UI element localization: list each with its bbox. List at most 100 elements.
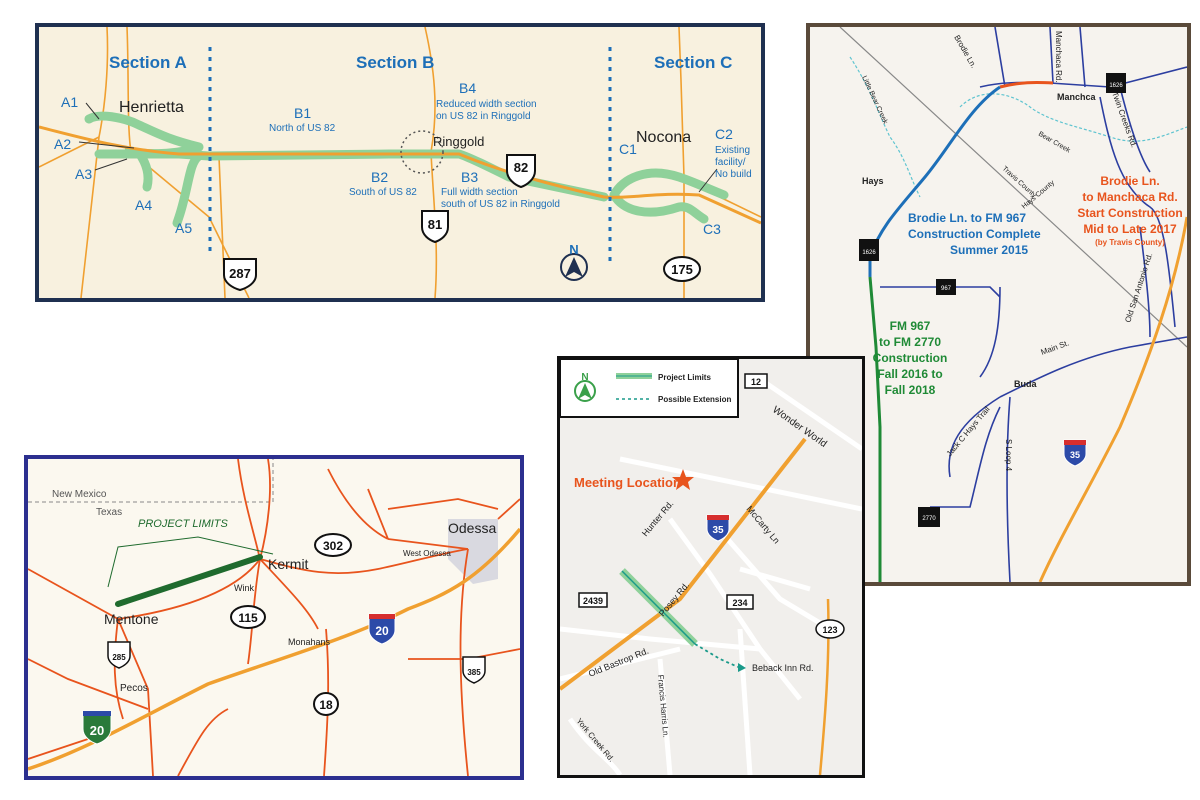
- pecos-label: Pecos: [120, 683, 148, 694]
- odessa-urban-area: [448, 519, 498, 584]
- green-phase-line-4: Fall 2016 to: [877, 367, 942, 381]
- fm2770-shield-text: 2770: [922, 516, 936, 522]
- i20b-shield: 20: [82, 710, 112, 745]
- main-st-label: Main St.: [1040, 338, 1071, 356]
- project-limits-line: [115, 554, 263, 607]
- b1-label: B1: [294, 105, 311, 121]
- a2-label: A2: [54, 136, 71, 152]
- i35-shield-text: 35: [712, 525, 724, 536]
- monahans-label: Monahans: [288, 637, 331, 647]
- us287-shield: 287: [223, 258, 257, 292]
- fm1626-shield-text: 1626: [862, 250, 876, 256]
- i35-shield: 35: [1063, 439, 1087, 467]
- sh115-shield: 115: [230, 605, 266, 629]
- fm1626-top-shield-text: 1626: [1109, 83, 1123, 89]
- blue-phase-line-1: Brodie Ln. to FM 967: [908, 211, 1026, 225]
- texas-label: Texas: [96, 507, 122, 518]
- a4-label: A4: [135, 197, 152, 213]
- us385-shield-text: 385: [467, 668, 481, 677]
- brodie-lane-map[interactable]: Brodie Ln. Manchaca Rd. Little Bear Cree…: [806, 23, 1191, 586]
- state-line: [28, 459, 274, 503]
- sh302-shield: 302: [314, 533, 352, 557]
- sh115-shield-text: 115: [238, 611, 258, 625]
- meeting-star-icon: [672, 469, 694, 490]
- buda-place-label: Buda: [1014, 379, 1037, 389]
- blue-phase-line-3: Summer 2015: [950, 243, 1028, 257]
- sh302-shield-text: 302: [323, 539, 343, 553]
- project-limits-label: PROJECT LIMITS: [138, 518, 229, 530]
- green-phase-line-2: to FM 2770: [879, 335, 941, 349]
- fm1626-shield: 1626: [859, 239, 879, 261]
- section-b-label: Section B: [356, 53, 434, 72]
- sh175-shield-text: 175: [671, 262, 693, 277]
- hunter-rd-label: Hunter Rd.: [640, 499, 676, 539]
- bear-creek-label: Bear Creek: [1037, 131, 1072, 155]
- wink-label: Wink: [234, 583, 254, 593]
- orange-phase-line-3: Start Construction: [1077, 206, 1182, 220]
- c2-note-2: facility/: [715, 157, 746, 168]
- green-phase-line-1: FM 967: [890, 319, 931, 333]
- project-limits-centerline: [621, 570, 696, 645]
- c2-label: C2: [715, 126, 733, 142]
- kermit-mentone-map[interactable]: New Mexico Texas PROJECT LIMITS Kermit W…: [24, 455, 524, 780]
- a1-label: A1: [61, 94, 78, 110]
- us81-shield-text: 81: [428, 217, 442, 232]
- kermit-mentone-svg: New Mexico Texas PROJECT LIMITS Kermit W…: [28, 459, 520, 776]
- us287-shield-text: 287: [229, 266, 251, 281]
- legend-possible-extension: Possible Extension: [658, 395, 731, 404]
- new-mexico-label: New Mexico: [52, 489, 107, 500]
- i35-highway: [1038, 216, 1187, 582]
- b4-note-2: on US 82 in Ringgold: [436, 111, 531, 122]
- i35-highway: [560, 437, 807, 691]
- us82-shield-text: 82: [514, 160, 528, 175]
- orange-phase-line-5: (by Travis County): [1095, 238, 1165, 247]
- us285-shield-text: 285: [112, 653, 126, 662]
- r2439-shield-text: 2439: [583, 596, 603, 606]
- r123-shield-text: 123: [822, 625, 837, 635]
- fm967-shield: 967: [936, 279, 956, 295]
- mccarty-ln-label: McCarty Ln: [744, 504, 781, 546]
- west-odessa-label: West Odessa: [403, 549, 451, 558]
- sh18-shield: 18: [313, 692, 339, 716]
- henrietta-label: Henrietta: [119, 99, 184, 116]
- beback-inn-rd-label: Beback Inn Rd.: [752, 663, 814, 673]
- posey-road-map[interactable]: N Project Limits Possible Extension Meet…: [557, 356, 865, 778]
- construction-segment-line: [868, 276, 882, 582]
- little-bear-creek-label: Little Bear Creek: [860, 75, 889, 126]
- manchaca-rd-label: Manchaca Rd.: [1054, 31, 1063, 83]
- kermit-label: Kermit: [268, 556, 309, 572]
- b2-note: South of US 82: [349, 187, 417, 198]
- b2-label: B2: [371, 169, 388, 185]
- section-c-label: Section C: [654, 53, 732, 72]
- us81-shield: 81: [421, 210, 449, 244]
- route-alternatives-svg: Section A Section B Section C Henrietta …: [39, 27, 761, 298]
- a5-label: A5: [175, 220, 192, 236]
- us285-shield: 285: [107, 641, 131, 669]
- complete-segment-line: [868, 85, 1001, 277]
- r12-shield-text: 12: [751, 377, 761, 387]
- section-a-label: Section A: [109, 53, 187, 72]
- brodie-lane-svg: Brodie Ln. Manchaca Rd. Little Bear Cree…: [839, 27, 1187, 582]
- future-segment-line: [999, 81, 1054, 89]
- r234-shield-text: 234: [732, 598, 747, 608]
- legend-project-limits: Project Limits: [658, 373, 711, 382]
- c1-label: C1: [619, 141, 637, 157]
- local-roads: [560, 376, 862, 775]
- fm967-shield-text: 967: [941, 286, 952, 292]
- north-arrow-label: N: [569, 242, 578, 257]
- possible-extension-line: [694, 643, 739, 668]
- york-creek-rd-label: York Creek Rd.: [574, 717, 616, 764]
- francis-harris-ln-label: Francis Harris Ln.: [656, 674, 670, 738]
- fm2770-shield: 2770: [918, 507, 940, 527]
- brodie-ln-label: Brodie Ln.: [952, 34, 978, 70]
- nocona-label: Nocona: [636, 129, 691, 146]
- b3-note-2: south of US 82 in Ringgold: [441, 199, 560, 210]
- creeks: [849, 56, 1187, 198]
- legend-north-icon: N: [574, 372, 596, 402]
- orange-phase-line-4: Mid to Late 2017: [1083, 222, 1177, 236]
- route-alternatives-map[interactable]: Section A Section B Section C Henrietta …: [35, 23, 765, 302]
- posey-road-svg: N Project Limits Possible Extension Meet…: [560, 359, 862, 775]
- mentone-label: Mentone: [104, 611, 159, 627]
- i20a-shield-text: 20: [375, 624, 389, 638]
- meeting-location-label: Meeting Location: [574, 475, 681, 490]
